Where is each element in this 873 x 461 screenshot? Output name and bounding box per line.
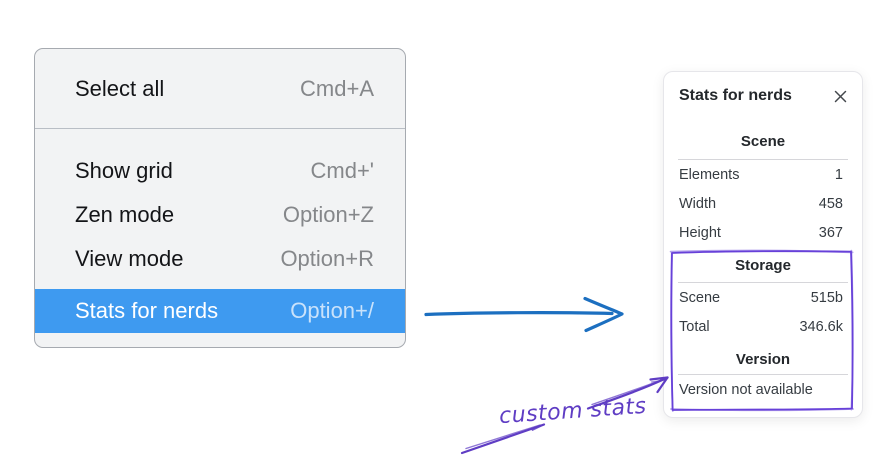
version-note: Version not available bbox=[679, 381, 813, 398]
stat-value: 346.6k bbox=[799, 318, 843, 335]
stat-value: 458 bbox=[818, 195, 843, 212]
section-header-version: Version bbox=[735, 351, 791, 368]
custom-stats-swoosh bbox=[460, 423, 546, 455]
annotation-custom-stats: custom stats bbox=[498, 393, 648, 430]
stat-label: Total bbox=[679, 318, 710, 335]
stat-row-width: Width 458 bbox=[664, 189, 862, 218]
stat-row-height: Height 367 bbox=[664, 218, 862, 247]
menu-item-label: Zen mode bbox=[75, 202, 175, 227]
x-glyph bbox=[834, 90, 846, 102]
menu-item-shortcut: Option+/ bbox=[290, 298, 374, 323]
menu-item-label: Show grid bbox=[75, 158, 173, 183]
stat-label: Height bbox=[679, 224, 721, 241]
section-divider bbox=[678, 159, 848, 160]
blue-arrow bbox=[424, 296, 624, 333]
menu-item-label: View mode bbox=[75, 246, 184, 271]
menu-item-label: Select all bbox=[75, 76, 165, 101]
menu-item-label: Stats for nerds bbox=[75, 298, 219, 323]
stat-label: Scene bbox=[679, 289, 721, 306]
panel-title: Stats for nerds bbox=[679, 87, 792, 104]
close-icon[interactable] bbox=[831, 87, 849, 105]
stat-value: 1 bbox=[834, 166, 843, 183]
custom-stats-arrow bbox=[586, 376, 669, 410]
stat-value: 515b bbox=[810, 289, 843, 306]
menu-item-view-mode[interactable]: View mode Option+R bbox=[35, 237, 405, 281]
section-header-scene: Scene bbox=[740, 133, 786, 150]
stat-label: Width bbox=[679, 195, 717, 212]
section-header-storage: Storage bbox=[735, 257, 791, 274]
stat-row-scene-storage: Scene 515b bbox=[664, 283, 862, 312]
menu-item-shortcut: Option+Z bbox=[282, 202, 374, 227]
menu-item-stats-for-nerds[interactable]: Stats for nerds Option+/ bbox=[35, 289, 405, 333]
menu-item-zen-mode[interactable]: Zen mode Option+Z bbox=[35, 193, 405, 237]
menu-group: Show grid Cmd+' Zen mode Option+Z View m… bbox=[35, 129, 405, 333]
menu-divider bbox=[35, 128, 405, 129]
menu-item-shortcut: Cmd+' bbox=[310, 158, 375, 183]
menu-item-shortcut: Cmd+A bbox=[300, 76, 374, 101]
menu-item-select-all[interactable]: Select all Cmd+A bbox=[35, 67, 405, 111]
stats-panel-header: Stats for nerds bbox=[664, 72, 862, 106]
stat-value: 367 bbox=[818, 224, 843, 241]
context-menu: Select all Cmd+A Show grid Cmd+' Zen mod… bbox=[34, 48, 406, 348]
stat-label: Elements bbox=[679, 166, 740, 183]
menu-item-show-grid[interactable]: Show grid Cmd+' bbox=[35, 149, 405, 193]
stat-row-total-storage: Total 346.6k bbox=[664, 312, 862, 341]
menu-item-shortcut: Option+R bbox=[280, 246, 374, 271]
stat-row-elements: Elements 1 bbox=[664, 160, 862, 189]
stats-panel: Stats for nerds Scene Elements 1 Width 4… bbox=[663, 71, 863, 418]
